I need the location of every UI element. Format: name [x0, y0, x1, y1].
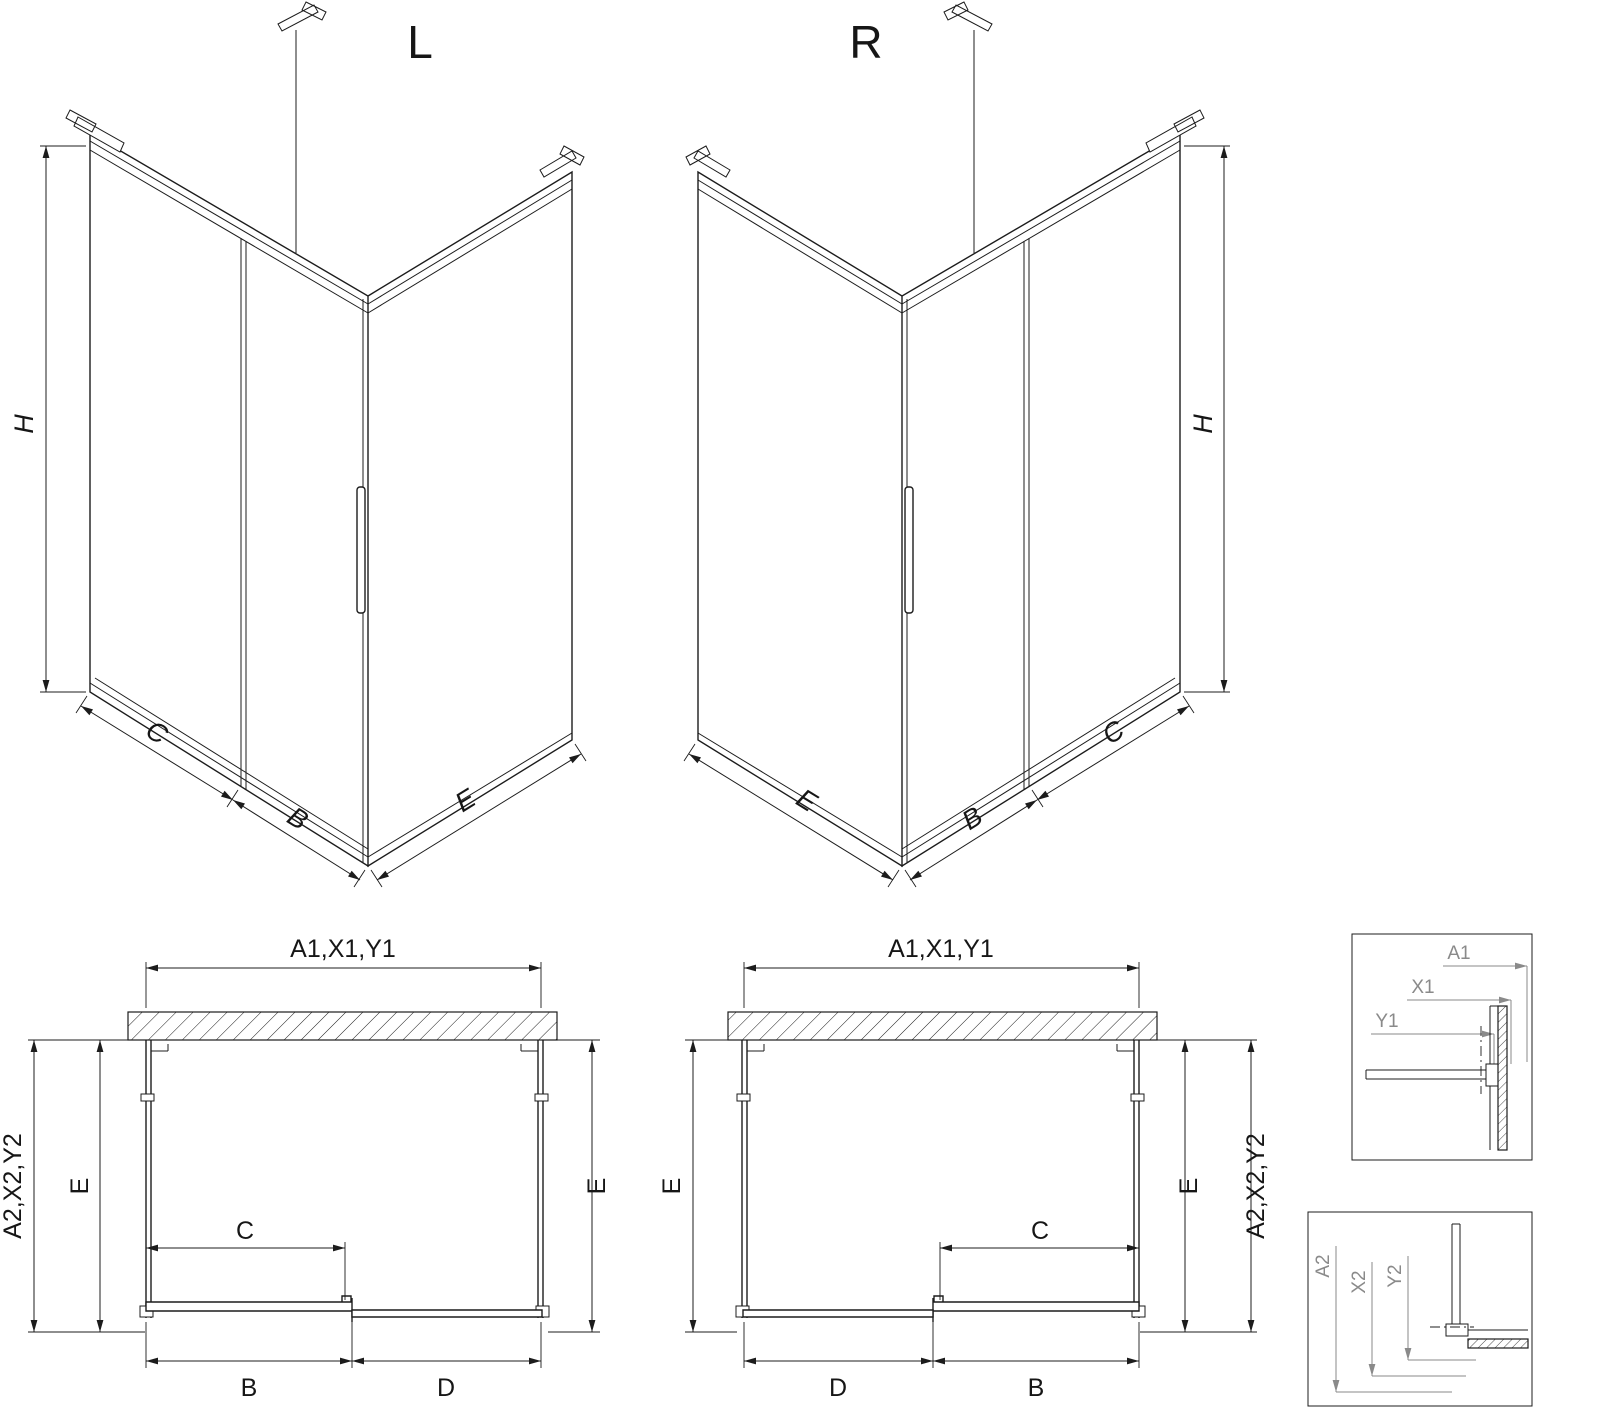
dim-label-c: C	[1031, 1217, 1049, 1245]
extension-lines	[683, 145, 1230, 888]
sliding-door-plan	[932, 1295, 1140, 1322]
wall-section	[727, 1011, 1158, 1041]
clamps-and-feet	[735, 1093, 1146, 1318]
dim-label-height: H	[9, 414, 39, 434]
dim-line-e	[688, 753, 894, 881]
detail-view-bottom: A2 X2 Y2	[1307, 1211, 1533, 1407]
iso-view-left: L H C B E	[9, 1, 587, 888]
side-glass-walls	[145, 1040, 544, 1318]
dim-line-b	[909, 799, 1038, 881]
corner-profile	[1445, 1323, 1469, 1337]
panel-edge-lines	[89, 238, 573, 863]
side-glass-walls	[741, 1040, 1140, 1318]
glass-section-hatched	[1467, 1338, 1529, 1349]
dim-label-e-left: E	[658, 1178, 686, 1195]
plan-view-right: A1,X1,Y1 A2,X2,Y2 E E C D B	[658, 935, 1270, 1402]
detail-label-a1: A1	[1447, 943, 1470, 964]
detail-frame	[1307, 1211, 1533, 1407]
panel-edge-lines	[697, 238, 1181, 863]
wall-profile-details	[747, 1044, 1134, 1052]
door-handle	[356, 486, 366, 614]
clamps-and-feet	[139, 1093, 550, 1318]
detail-label-y1: Y1	[1375, 1011, 1398, 1032]
wall-profile-brackets	[65, 1, 585, 253]
dim-label-depth-outer: A2,X2,Y2	[0, 1133, 27, 1239]
detail-label-a2: A2	[1313, 1254, 1334, 1277]
dim-label-height: H	[1188, 414, 1218, 434]
wall-section	[127, 1011, 558, 1041]
detail-view-top: A1 X1 Y1	[1351, 933, 1533, 1161]
extension-lines	[685, 962, 1257, 1368]
glass-section-hatched	[1497, 1005, 1508, 1151]
dim-label-width: A1,X1,Y1	[888, 935, 994, 963]
detail-label-x2: X2	[1349, 1270, 1370, 1293]
extension-lines	[40, 145, 587, 888]
detail-label-x1: X1	[1411, 977, 1434, 998]
iso-view-right: R H C B E	[683, 1, 1230, 888]
variant-label-right: R	[849, 16, 882, 68]
dim-label-c: C	[236, 1217, 254, 1245]
fixed-panel-plan	[351, 1309, 543, 1318]
glass-panels	[697, 131, 1181, 868]
detail-frame	[1351, 933, 1533, 1161]
variant-label-left: L	[407, 16, 433, 68]
dim-label-c: C	[1097, 714, 1130, 750]
dim-label-e-right: E	[1175, 1178, 1203, 1195]
top-rail-lines	[697, 140, 1181, 314]
profile-section-lines	[1451, 1223, 1528, 1349]
fixed-panel-plan	[742, 1309, 934, 1318]
dim-line-c	[80, 705, 234, 801]
wall-profile-brackets	[685, 1, 1205, 253]
dim-label-e-left: E	[66, 1178, 94, 1195]
sliding-door-plan	[145, 1295, 353, 1322]
dim-label-d: D	[829, 1374, 847, 1402]
corner-profile	[1485, 1063, 1499, 1087]
dim-label-d: D	[437, 1374, 455, 1402]
detail-label-y2: Y2	[1385, 1264, 1406, 1287]
dim-line-e	[376, 753, 582, 881]
dim-label-b: B	[1028, 1374, 1045, 1402]
dim-line-b	[232, 799, 361, 881]
dim-label-e: E	[791, 783, 823, 819]
wall-profile-details	[151, 1044, 538, 1052]
extension-lines	[28, 962, 600, 1368]
dim-label-width: A1,X1,Y1	[290, 935, 396, 963]
plan-view-left: A1,X1,Y1 A2,X2,Y2 E E C B D	[0, 935, 611, 1402]
profile-section-lines	[1365, 1005, 1507, 1150]
dim-line-c	[1036, 705, 1190, 801]
dim-label-depth-outer: A2,X2,Y2	[1242, 1133, 1270, 1239]
dim-label-e-right: E	[583, 1178, 611, 1195]
dim-label-b: B	[241, 1374, 258, 1402]
glass-panels	[89, 131, 573, 868]
door-handle	[904, 486, 914, 614]
top-rail-lines	[89, 140, 573, 314]
